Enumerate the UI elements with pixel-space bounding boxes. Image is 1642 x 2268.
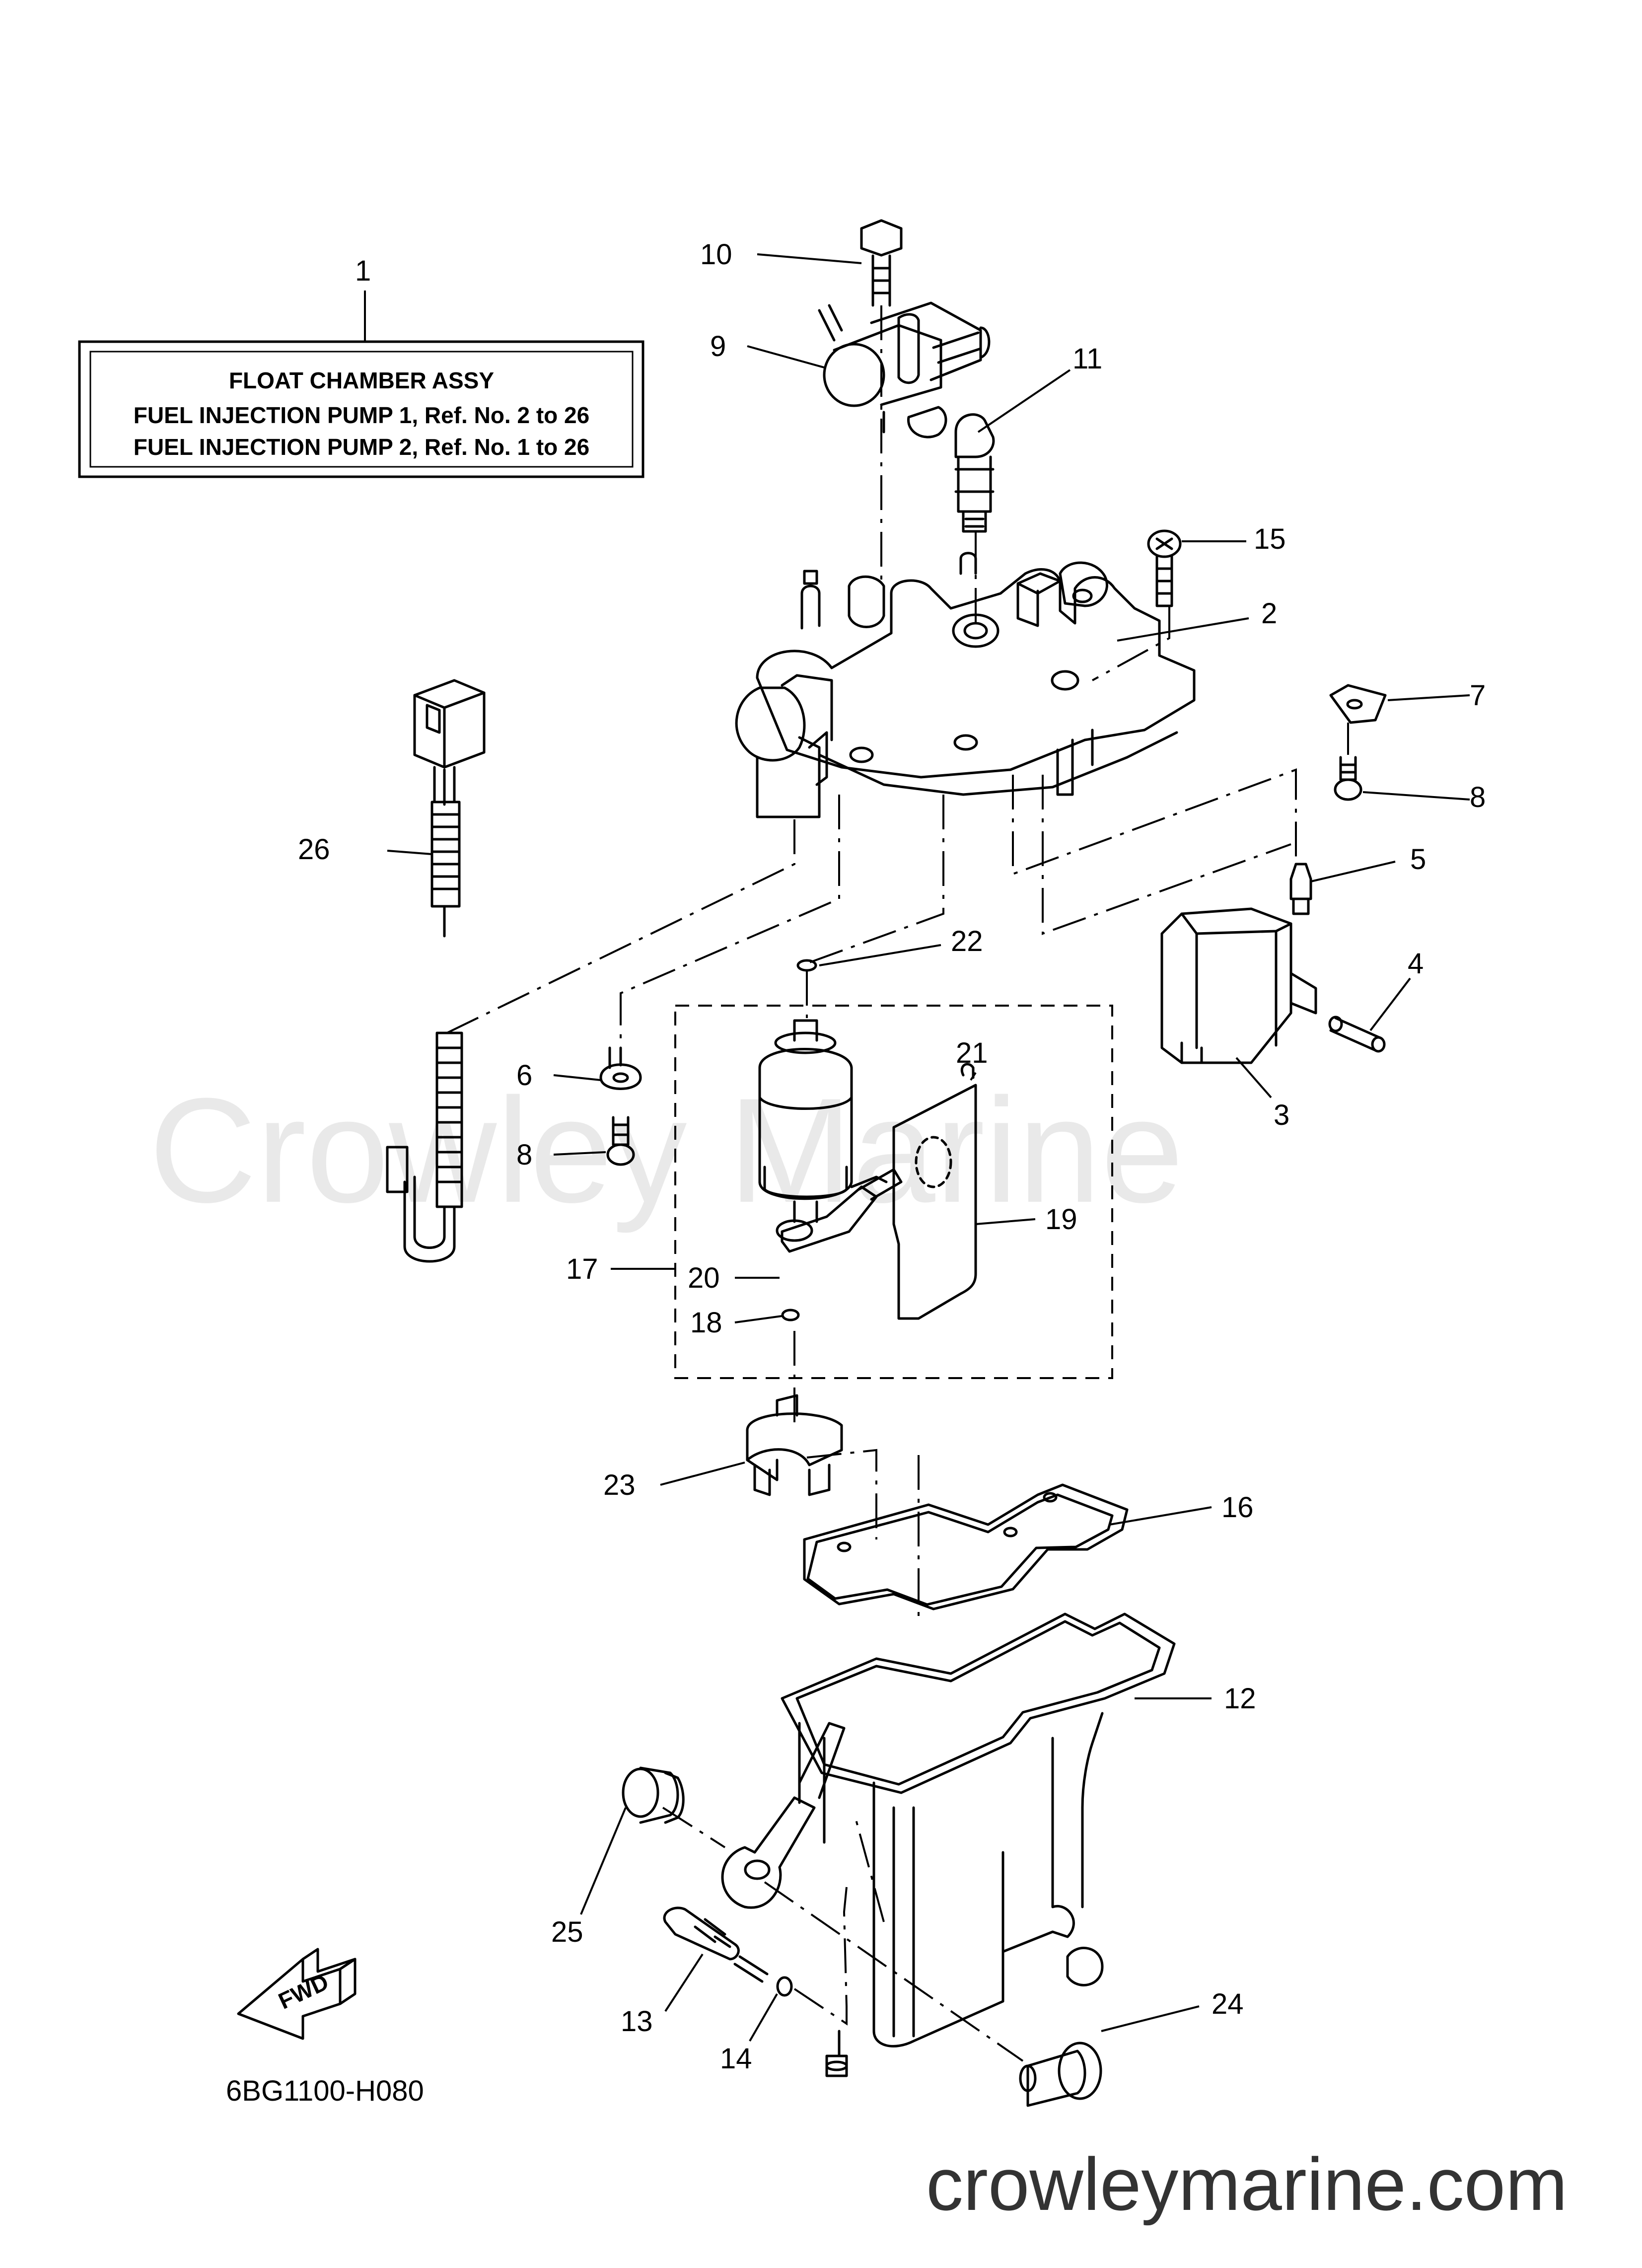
callout-4: 4 xyxy=(1408,948,1424,980)
diagram-code: 6BG1100-H080 xyxy=(226,2075,424,2107)
part-clip-21 xyxy=(961,1063,975,1079)
center-lines xyxy=(446,305,1349,2062)
callout-17: 17 xyxy=(566,1253,598,1285)
part-bracket-23 xyxy=(746,1394,843,1496)
callout-18: 18 xyxy=(690,1307,722,1339)
callout-20: 20 xyxy=(688,1262,720,1294)
callout-24: 24 xyxy=(1212,1988,1244,2020)
callouts: 1 2 3 4 5 6 7 8 8 9 10 11 12 13 14 15 16… xyxy=(298,238,1486,2075)
part-drain-13 xyxy=(663,1906,769,1983)
legend-line-1: FUEL INJECTION PUMP 1, Ref. No. 2 to 26 xyxy=(134,402,589,428)
legend-line-2: FUEL INJECTION PUMP 2, Ref. No. 1 to 26 xyxy=(134,434,589,460)
part-plate-7 xyxy=(1329,684,1387,724)
callout-5: 5 xyxy=(1410,843,1426,876)
callout-26: 26 xyxy=(298,833,330,866)
callout-25: 25 xyxy=(551,1916,583,1948)
callout-12: 12 xyxy=(1224,1683,1256,1715)
callout-19: 19 xyxy=(1045,1203,1077,1236)
part-oring-18 xyxy=(781,1309,800,1321)
callout-10: 10 xyxy=(700,238,732,271)
part-plate-6 xyxy=(599,1046,642,1090)
part-filter-19 xyxy=(857,1084,977,1320)
part-pin-4 xyxy=(1328,1016,1386,1053)
callout-21: 21 xyxy=(956,1037,988,1069)
part-screw-8-left xyxy=(606,1116,635,1166)
part-float-3 xyxy=(1160,907,1317,1064)
legend-box: FLOAT CHAMBER ASSY FUEL INJECTION PUMP 1… xyxy=(78,291,644,478)
callout-8-right: 8 xyxy=(1470,781,1486,813)
part-group-17-box xyxy=(674,1005,1113,1379)
part-ring-14 xyxy=(776,1976,793,1997)
callout-6: 6 xyxy=(516,1059,532,1092)
callout-16: 16 xyxy=(1221,1491,1254,1524)
callout-11: 11 xyxy=(1072,343,1102,375)
legend-title: FLOAT CHAMBER ASSY xyxy=(229,367,494,393)
part-screw-15 xyxy=(1147,529,1182,607)
part-sensor-11 xyxy=(954,413,995,533)
callout-9: 9 xyxy=(710,330,726,363)
callout-1: 1 xyxy=(355,255,371,287)
callout-15: 15 xyxy=(1254,523,1286,555)
part-harness-26 xyxy=(386,679,486,1263)
callout-23: 23 xyxy=(603,1469,636,1501)
callout-3: 3 xyxy=(1274,1099,1289,1131)
part-needle-5 xyxy=(1289,863,1312,915)
part-chamber-12 xyxy=(781,1612,1176,2077)
callout-22: 22 xyxy=(951,925,983,957)
callout-13: 13 xyxy=(621,2005,653,2038)
part-bolt-10 xyxy=(860,219,903,307)
leader-lines xyxy=(387,253,1470,2042)
callout-14: 14 xyxy=(720,2043,752,2075)
callout-2: 2 xyxy=(1261,597,1277,630)
part-cover-2 xyxy=(735,552,1196,818)
part-holder-20 xyxy=(776,1185,878,1253)
part-fuel-pump xyxy=(758,1019,888,1223)
fwd-arrow-icon: FWD xyxy=(237,1948,357,2040)
callout-7: 7 xyxy=(1470,679,1486,712)
part-gasket-16 xyxy=(803,1483,1129,1610)
site-name: crowleymarine.com xyxy=(926,2142,1568,2226)
callout-8-left: 8 xyxy=(516,1139,532,1171)
part-lever xyxy=(721,1722,846,1909)
part-screw-8-right xyxy=(1334,756,1362,801)
part-regulator-9 xyxy=(818,301,991,439)
watermark: Crowley Marine xyxy=(149,1067,1184,1235)
part-plug-24 xyxy=(1019,2042,1102,2107)
part-oring-22 xyxy=(796,959,817,972)
